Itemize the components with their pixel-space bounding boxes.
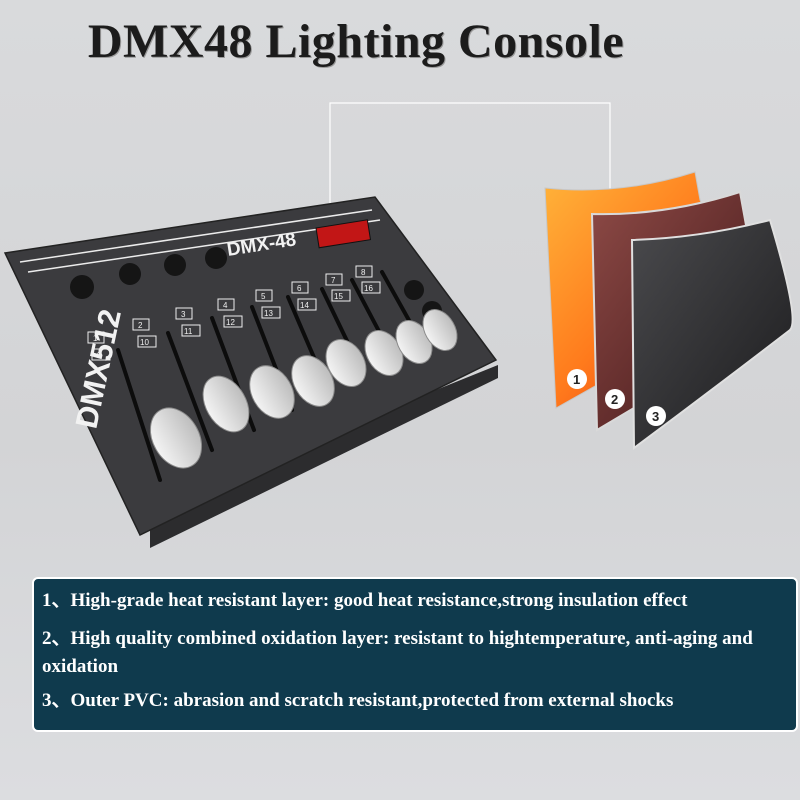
channel-number: 7 (331, 276, 336, 285)
fader-knob[interactable] (241, 358, 304, 426)
layer-number: 3 (652, 409, 659, 424)
channel-number: 14 (300, 301, 309, 310)
channel-number: 16 (364, 284, 373, 293)
callout-line (329, 102, 611, 300)
layer-pvc (630, 218, 794, 450)
channel-number: 12 (226, 318, 235, 327)
channel-number: 5 (261, 292, 266, 301)
layer-diagram (544, 171, 794, 450)
feature-line: 1、High-grade heat resistant layer: good … (42, 590, 688, 611)
channel-number: 4 (223, 301, 228, 310)
fader-knobs (140, 303, 464, 477)
product-scene: DMX-48 DMX512 1 2 3 4 5 6 7 8 9 10 11 12 (3, 102, 794, 548)
feature-panel: 1、High-grade heat resistant layer: good … (32, 577, 798, 732)
feature-line: 3、Outer PVC: abrasion and scratch resist… (42, 690, 674, 711)
channel-number: 11 (184, 327, 193, 336)
channel-number: 15 (334, 292, 343, 301)
fader-knob[interactable] (318, 332, 374, 393)
layer-number-markers: 1 2 3 (567, 369, 666, 426)
channel-number: 9 (97, 351, 102, 360)
layer-number: 2 (611, 392, 618, 407)
fader-knob[interactable] (283, 348, 343, 414)
fader-knob[interactable] (194, 368, 259, 440)
feature-line: 2、High quality combined oxidation layer:… (42, 628, 753, 677)
channel-number: 3 (181, 310, 186, 319)
channel-number: 8 (361, 268, 366, 277)
layer-number: 1 (573, 372, 580, 387)
channel-number: 2 (138, 321, 143, 330)
channel-number: 13 (264, 309, 273, 318)
channel-number: 10 (140, 338, 149, 347)
page-title: DMX48 Lighting Console (87, 15, 625, 68)
channel-number: 6 (297, 284, 302, 293)
channel-labels: 1 2 3 4 5 6 7 8 9 10 11 12 13 14 15 16 (87, 265, 381, 361)
console-buttons (70, 247, 442, 321)
fader-knob[interactable] (416, 303, 464, 356)
fader-knob[interactable] (140, 399, 212, 477)
channel-number: 1 (93, 334, 98, 343)
